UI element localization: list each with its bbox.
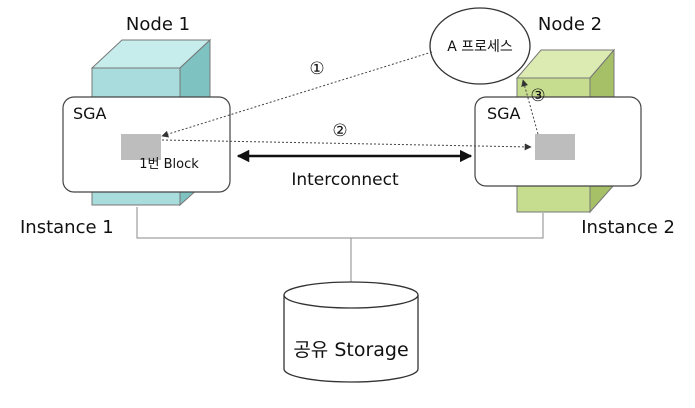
node-2-title: Node 2	[538, 14, 602, 35]
sga-1-label: SGA	[73, 104, 107, 123]
storage-connector	[136, 207, 544, 239]
sga-2-label: SGA	[487, 104, 521, 123]
block-2	[535, 134, 575, 160]
storage-label: 공유 Storage	[293, 339, 408, 361]
step-3-label: ③	[530, 86, 545, 106]
step-1-label: ①	[309, 59, 324, 79]
arrow-step-1	[161, 51, 433, 138]
storage-body	[283, 295, 419, 383]
storage-cylinder	[283, 281, 419, 383]
block-1-label: 1번 Block	[139, 157, 199, 172]
process-ellipse	[429, 7, 531, 85]
instance-2-label: Instance 2	[581, 217, 675, 238]
instance-1-label: Instance 1	[20, 217, 114, 238]
process-label: A 프로세스	[447, 39, 513, 55]
block-1	[121, 134, 161, 160]
arrow-step-2	[161, 139, 532, 151]
interconnect-label: Interconnect	[291, 170, 399, 190]
storage-top	[283, 281, 419, 309]
node-1-title: Node 1	[126, 14, 190, 35]
arrow-step-3	[521, 79, 539, 135]
step-2-label: ②	[332, 121, 347, 141]
